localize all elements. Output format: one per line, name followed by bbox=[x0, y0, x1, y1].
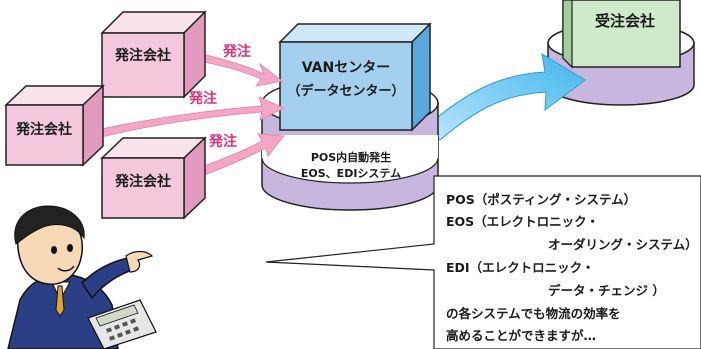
van-center-node: VANセンター （データセンター） POS内自動発生 EOS、EDIシステム bbox=[261, 22, 439, 211]
ordering-company-2: 発注会社 bbox=[4, 84, 105, 167]
note-line-1: POS（ポスティング・システム） bbox=[446, 192, 636, 207]
van-system-line1: POS内自動発生 bbox=[311, 150, 391, 164]
note-line-4: EDI（エレクトロニック・ bbox=[446, 260, 594, 275]
receiving-company-node: 受注会社 bbox=[547, 0, 695, 106]
businessman-illustration bbox=[7, 205, 157, 349]
ordering-company-1: 発注会社 bbox=[100, 10, 207, 99]
order-arrow-label-2: 発注 bbox=[188, 90, 217, 107]
ordering-company-3: 発注会社 bbox=[100, 136, 207, 220]
ordering-company-label: 発注会社 bbox=[114, 173, 171, 190]
order-arrow-label-3: 発注 bbox=[208, 133, 237, 150]
note-line-5: データ・チェンジ ） bbox=[548, 283, 665, 298]
order-arrows: 発注 発注 発注 bbox=[87, 43, 285, 179]
ordering-company-label: 発注会社 bbox=[114, 47, 171, 64]
speech-balloon: POS（ポスティング・システム） EOS（エレクトロニック・ オーダリング・シス… bbox=[265, 175, 701, 349]
data-flow-arrow bbox=[424, 53, 586, 141]
receiving-company-label: 受注会社 bbox=[595, 12, 655, 30]
note-line-6: の各システムでも物流の効率を bbox=[446, 306, 621, 321]
van-center-title: VANセンター bbox=[302, 60, 390, 76]
ordering-company-label: 発注会社 bbox=[15, 121, 72, 138]
note-line-7: 高めることができますが… bbox=[446, 328, 596, 343]
van-center-subtitle: （データセンター） bbox=[287, 83, 404, 99]
note-line-2: EOS（エレクトロニック・ bbox=[446, 214, 599, 229]
order-arrow-label-1: 発注 bbox=[222, 43, 251, 60]
note-line-3: オーダリング・システム） bbox=[548, 237, 698, 252]
van-system-line2: EOS、EDIシステム bbox=[301, 167, 401, 180]
calculator-icon bbox=[87, 299, 157, 349]
